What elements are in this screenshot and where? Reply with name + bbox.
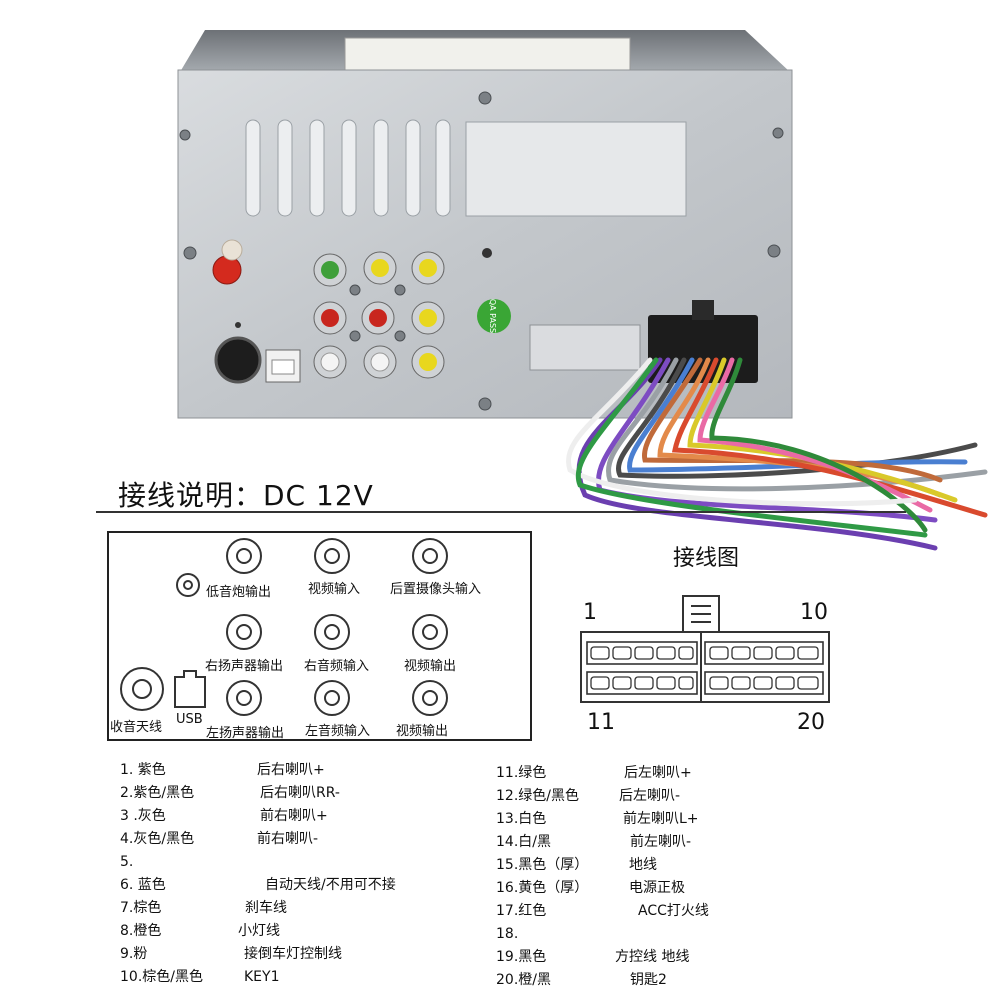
video-in-top-jack [226,538,262,574]
wire-harness [566,357,988,551]
usb-port [174,676,206,708]
pin-label-11: 11 [587,710,615,735]
wire-6-num: 6. 蓝色 [120,877,166,893]
wire-16-num: 16.黄色（厚） [496,880,589,896]
connector-diagram-title: 接线图 [673,546,740,571]
wire-19-num: 19.黑色 [496,949,547,965]
wire-13-num: 13.白色 [496,811,547,827]
head-unit-photo: QA PASS [177,30,988,551]
wire-7-num: 7.棕色 [120,900,162,916]
wire-17-desc: ACC打火线 [638,903,709,919]
label-video-out-2: 视频输出 [396,724,449,739]
label-video-out-1: 视频输出 [404,659,457,674]
vent-slots [245,119,451,217]
left-audio-jack [314,680,350,716]
right-speaker-jack [226,614,262,650]
qa-pass-sticker [477,299,511,333]
wire-13-desc: 前左喇叭L+ [623,811,699,827]
rca-jacks [313,251,445,379]
wire-9-num: 9.粉 [120,946,148,962]
pin-label-1: 1 [583,600,597,625]
video-out-jack-2 [412,680,448,716]
wire-19-desc: 方控线 地线 [615,949,690,965]
radio-antenna-jack [120,667,164,711]
usb-port-tab [183,670,197,678]
label-radio-antenna: 收音天线 [110,720,163,735]
connector-pinout [580,595,830,703]
title-divider [96,511,906,513]
rear-camera-jack [412,538,448,574]
wire-14-desc: 前左喇叭- [630,834,692,850]
qa-pass-text: QA PASS [488,299,497,333]
video-out-jack-1 [412,614,448,650]
wire-15-num: 15.黑色（厚） [496,857,589,873]
label-left-audio-in: 左音频输入 [305,724,371,739]
wire-17-num: 17.红色 [496,903,547,919]
wire-16-desc: 电源正极 [629,880,685,896]
wire-3-desc: 前右喇叭+ [260,808,328,824]
wire-14-num: 14.白/黑 [496,834,551,850]
wire-5-num: 5. [120,854,134,870]
rear-panel-diagram [107,531,532,741]
label-left-speaker-out: 左扬声器输出 [206,726,285,741]
pin-label-10: 10 [800,600,828,625]
wire-2-desc: 后右喇叭RR- [260,785,340,801]
wire-12-num: 12.绿色/黑色 [496,788,579,804]
wire-10-num: 10.棕色/黑色 [120,969,203,985]
wire-20-num: 20.橙/黑 [496,972,551,988]
label-video-in: 视频输入 [308,582,361,597]
wire-8-num: 8.橙色 [120,923,162,939]
label-usb: USB [176,712,203,727]
wire-11-num: 11.绿色 [496,765,547,781]
wire-12-desc: 后左喇叭- [619,788,681,804]
wire-6-desc: 自动天线/不用可不接 [265,877,396,893]
label-rear-camera-in: 后置摄像头输入 [390,582,482,597]
wire-11-desc: 后左喇叭+ [624,765,692,781]
wire-15-desc: 地线 [629,857,657,873]
wire-2-num: 2.紫色/黑色 [120,785,195,801]
wire-8-desc: 小灯线 [238,923,280,939]
wire-7-desc: 刹车线 [245,900,287,916]
wire-4-desc: 前右喇叭- [257,831,319,847]
wire-18-num: 18. [496,926,519,942]
wire-20-desc: 钥匙2 [630,972,667,988]
label-right-audio-in: 右音频输入 [304,659,370,674]
label-right-speaker-out: 右扬声器输出 [205,659,284,674]
video-in-jack [314,538,350,574]
page-title: 接线说明：DC 12V [118,479,374,512]
wire-3-num: 3 .灰色 [120,808,166,824]
pin-label-20: 20 [797,710,825,735]
subwoofer-jack [176,573,200,597]
wire-1-num: 1. 紫色 [120,762,166,778]
wire-9-desc: 接倒车灯控制线 [244,946,342,962]
wire-10-desc: KEY1 [244,969,280,985]
wire-1-desc: 后右喇叭+ [257,762,325,778]
left-speaker-jack [226,680,262,716]
wire-4-num: 4.灰色/黑色 [120,831,195,847]
right-audio-jack [314,614,350,650]
label-subwoofer-out: 低音炮输出 [206,585,272,600]
